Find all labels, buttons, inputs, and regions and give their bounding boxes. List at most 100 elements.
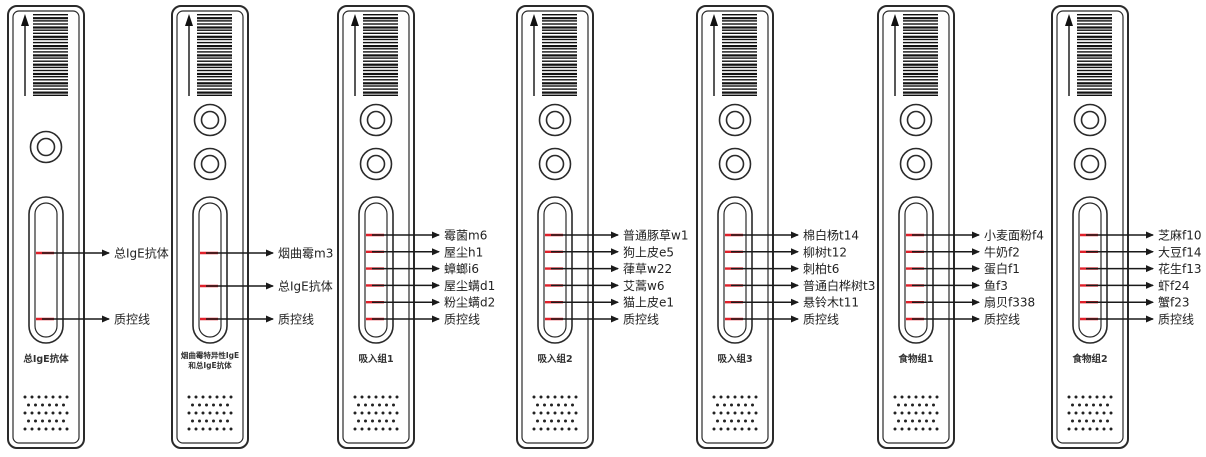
barcode xyxy=(33,14,68,96)
sample-well-inner-icon xyxy=(1080,110,1100,130)
vent-dot xyxy=(353,395,357,399)
barcode-bar xyxy=(197,76,232,78)
barcode-bar xyxy=(1077,51,1112,53)
vent-dot xyxy=(1085,403,1088,407)
vent-dot xyxy=(754,411,758,415)
vent-dot xyxy=(747,411,751,415)
vent-dot xyxy=(911,419,914,423)
barcode-bar xyxy=(33,51,68,53)
vent-dot xyxy=(1081,395,1085,399)
vent-dot xyxy=(205,403,208,407)
vent-dot xyxy=(1092,403,1095,407)
barcode-bar xyxy=(542,63,577,66)
test-line-label: 总IgE抗体 xyxy=(278,279,333,294)
vent-dot xyxy=(44,411,48,415)
vent-dot xyxy=(392,419,395,423)
vent-dot xyxy=(560,427,564,431)
vent-dot xyxy=(229,395,233,399)
vent-dot xyxy=(1067,395,1071,399)
vent-dot xyxy=(229,427,233,431)
result-window xyxy=(717,196,753,344)
vent-dot xyxy=(37,411,41,415)
barcode-bar xyxy=(542,17,577,20)
vent-dot xyxy=(925,403,928,407)
sample-well-icon xyxy=(1073,103,1107,137)
barcode-bar xyxy=(542,26,577,29)
barcode-bar xyxy=(722,85,757,87)
vent-dot xyxy=(58,411,62,415)
vent-dot xyxy=(557,403,560,407)
vent-dot xyxy=(1102,427,1106,431)
vent-dot xyxy=(907,427,911,431)
vent-dot xyxy=(37,427,41,431)
barcode-bar xyxy=(722,14,757,16)
test-line-label: 质控线 xyxy=(114,313,150,327)
vent-dot xyxy=(187,427,191,431)
vent-dot xyxy=(51,395,55,399)
barcode-bar xyxy=(542,69,577,72)
vent-dot xyxy=(219,419,222,423)
barcode-bar xyxy=(722,88,757,90)
vent-dot xyxy=(557,419,560,423)
barcode-bar xyxy=(33,45,68,48)
barcode-bar xyxy=(33,20,68,22)
vent-dot xyxy=(353,427,357,431)
vent-dot xyxy=(58,395,62,399)
barcode-bar xyxy=(363,48,398,50)
result-window-inner xyxy=(34,202,58,338)
vent-dot xyxy=(719,411,723,415)
strip-title: 食物组2 xyxy=(1071,353,1107,365)
vent-dot xyxy=(911,403,914,407)
barcode-bar xyxy=(33,29,68,31)
vent-dot xyxy=(51,411,55,415)
test-line-label: 芝麻f10 xyxy=(1158,228,1202,243)
barcode-bar xyxy=(903,20,938,22)
test-line-label: 蛋白f1 xyxy=(984,261,1020,276)
barcode-bar xyxy=(197,45,232,48)
vent-dot xyxy=(1095,395,1099,399)
vent-dot xyxy=(754,427,758,431)
barcode-bar xyxy=(197,54,232,57)
vent-dot xyxy=(574,395,578,399)
vent-dot xyxy=(932,403,935,407)
vent-dot xyxy=(733,395,737,399)
vent-dot xyxy=(65,411,69,415)
sample-well-icon xyxy=(359,103,393,137)
vent-dots xyxy=(893,395,939,431)
barcode-bar xyxy=(363,57,398,59)
vent-dot xyxy=(212,419,215,423)
barcode-bar xyxy=(363,41,398,44)
barcode-bar xyxy=(363,23,398,25)
result-window-inner xyxy=(543,202,567,338)
vent-dot xyxy=(564,419,567,423)
barcode-bar xyxy=(363,85,398,87)
vent-dot xyxy=(712,411,716,415)
result-window xyxy=(537,196,573,344)
vent-dot xyxy=(1106,403,1109,407)
barcode-bar xyxy=(1077,63,1112,66)
barcode xyxy=(197,14,232,96)
sample-well-icon xyxy=(718,103,752,137)
barcode-bar xyxy=(903,48,938,50)
up-arrow-head xyxy=(351,14,359,26)
vent-dot xyxy=(726,427,730,431)
vent-dot xyxy=(381,411,385,415)
barcode-bar xyxy=(363,94,398,96)
vent-dot xyxy=(58,427,62,431)
barcode-bar xyxy=(903,14,938,16)
barcode-bar xyxy=(903,88,938,90)
vent-dot xyxy=(754,395,758,399)
barcode-bar xyxy=(363,54,398,57)
barcode-bar xyxy=(542,32,577,34)
vent-dot xyxy=(30,395,34,399)
test-line-label: 悬铃木t11 xyxy=(803,295,859,310)
vent-dot xyxy=(730,403,733,407)
barcode-bar xyxy=(542,23,577,25)
vent-dot xyxy=(935,395,939,399)
barcode-bar xyxy=(903,72,938,76)
barcode-bar xyxy=(197,82,232,85)
sample-well-inner-icon xyxy=(906,110,926,130)
vent-dot xyxy=(198,419,201,423)
